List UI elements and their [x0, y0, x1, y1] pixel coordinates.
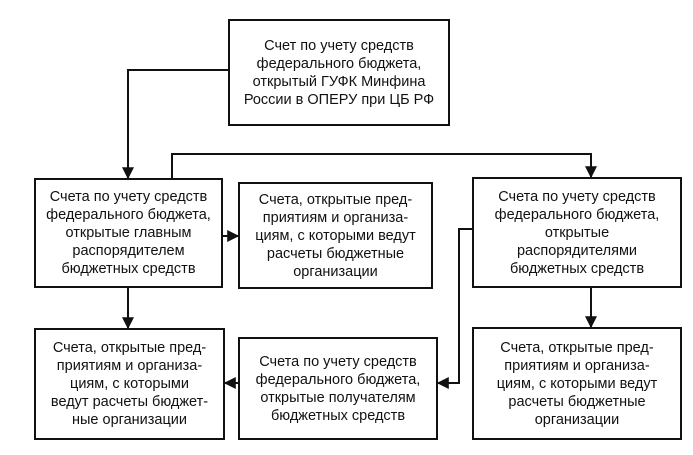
- node-enterprises-accounts-left-bottom: Счета, открытые пред- приятиям и организ…: [34, 328, 225, 440]
- node-top-gufk-account: Счет по учету средств федерального бюдже…: [228, 19, 450, 126]
- node-enterprises-accounts-right-bottom: Счета, открытые пред- приятиям и организ…: [472, 327, 682, 440]
- arrow-bus-to-main-right: [171, 153, 597, 179]
- node-recipients-accounts: Счета по учету средств федерального бюдж…: [238, 337, 438, 440]
- node-distributor-accounts: Счета по учету средств федерального бюдж…: [472, 177, 682, 288]
- node-main-distributor-accounts: Счета по учету средств федерального бюдж…: [34, 178, 223, 288]
- arrow-main-right-to-recipients: [436, 228, 472, 389]
- node-enterprises-accounts-mid-top: Счета, открытые пред- приятиям и организ…: [238, 182, 433, 289]
- arrow-top-to-main-left: [122, 69, 228, 180]
